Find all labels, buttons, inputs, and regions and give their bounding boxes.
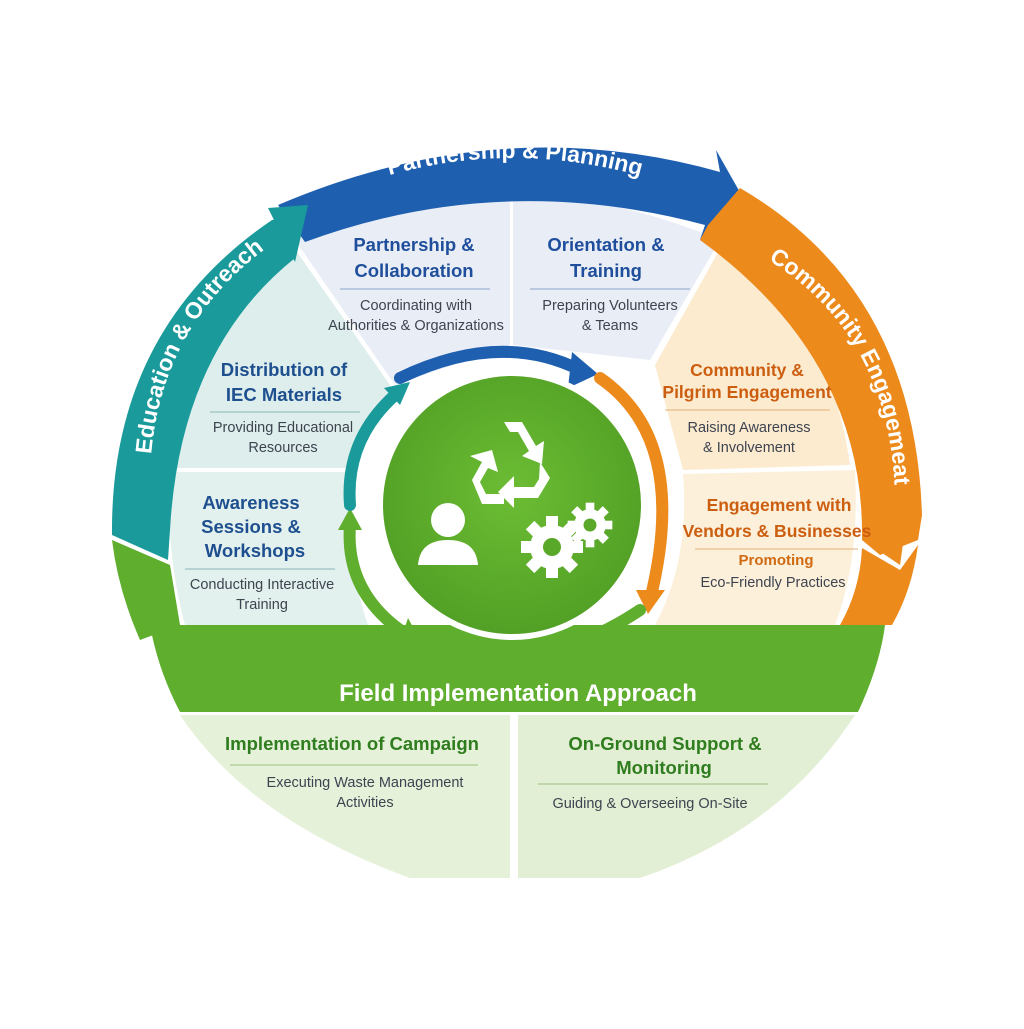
support-desc-line1: Guiding & Overseeing On-Site xyxy=(552,796,747,812)
awareness-title-line1: Awareness xyxy=(202,492,299,513)
section-orientation: Orientation & Training Preparing Volunte… xyxy=(530,234,690,334)
section-iec: Distribution of IEC Materials Providing … xyxy=(210,359,360,456)
awareness-desc-line2: Training xyxy=(236,597,288,613)
partnership-title-line1: Partnership & xyxy=(353,234,474,255)
section-awareness: Awareness Sessions & Workshops Conductin… xyxy=(185,492,335,613)
community-desc-line1: Raising Awareness xyxy=(687,420,810,436)
panel-support xyxy=(518,715,855,878)
ring-community-arrowhead xyxy=(875,530,905,565)
awareness-title-line3: Workshops xyxy=(205,540,305,561)
ring-partnership-planning xyxy=(278,147,750,242)
recycle-icon xyxy=(470,422,550,508)
vendors-title-line2: Vendors & Businesses xyxy=(683,521,872,541)
panel-orientation xyxy=(513,192,720,360)
community-title-line1: Community & xyxy=(690,360,804,380)
support-title-line1: On-Ground Support & xyxy=(568,733,761,754)
cycle-arrow-teal xyxy=(343,389,401,511)
gears-icon xyxy=(521,502,613,578)
campaign-desc-line1: Executing Waste Management xyxy=(267,775,464,791)
partnership-desc-line2: Authorities & Organizations xyxy=(328,318,504,334)
cycle-arrowhead-green-bottom xyxy=(398,618,420,648)
awareness-desc-line1: Conducting Interactive xyxy=(190,577,334,593)
ring-education-outreach xyxy=(111,215,300,560)
iec-desc-line2: Resources xyxy=(248,440,317,456)
partnership-title-line2: Collaboration xyxy=(354,260,473,281)
iec-title-line1: Distribution of xyxy=(221,359,348,380)
cycle-arrowhead-blue xyxy=(568,352,598,388)
orientation-desc-line1: Preparing Volunteers xyxy=(542,298,677,314)
panel-campaign xyxy=(180,715,510,878)
cycle-arrow-orange xyxy=(594,372,669,606)
campaign-title-line1: Implementation of Campaign xyxy=(225,733,479,754)
orientation-desc-line2: & Teams xyxy=(582,318,638,334)
vendors-desc-line1: Eco-Friendly Practices xyxy=(700,575,845,591)
support-title-line2: Monitoring xyxy=(616,757,712,778)
ring-education-arrowhead xyxy=(268,205,308,262)
cycle-arrow-blue xyxy=(394,345,586,384)
iec-title-line2: IEC Materials xyxy=(226,384,342,405)
partnership-desc-line1: Coordinating with xyxy=(360,298,472,314)
panel-awareness xyxy=(169,472,368,625)
awareness-title-line2: Sessions & xyxy=(201,516,301,537)
vendors-title-line1: Engagement with xyxy=(707,495,852,515)
orientation-title-line1: Orientation & xyxy=(547,234,664,255)
section-vendors: Engagement with Vendors & Businesses Pro… xyxy=(683,495,872,591)
panel-vendors xyxy=(655,470,856,625)
ring-community-engagement xyxy=(700,188,922,555)
section-campaign: Implementation of Campaign Executing Was… xyxy=(225,733,479,811)
person-icon xyxy=(418,503,478,565)
panel-community xyxy=(655,240,850,470)
orientation-title-line2: Training xyxy=(570,260,642,281)
ring-orange-right-wedge xyxy=(840,545,918,625)
campaign-desc-line2: Activities xyxy=(336,795,393,811)
section-partnership: Partnership & Collaboration Coordinating… xyxy=(328,234,504,334)
ring-title-bottom: Field Implementation Approach xyxy=(339,680,697,707)
section-community: Community & Pilgrim Engagement Raising A… xyxy=(662,360,831,456)
community-title-line2: Pilgrim Engagement xyxy=(662,382,831,402)
cycle-arrowhead-green xyxy=(338,508,362,530)
cycle-arrow-green xyxy=(343,519,646,662)
vendors-sub: Promoting xyxy=(739,552,814,569)
iec-desc-line1: Providing Educational xyxy=(213,420,353,436)
cycle-arrowhead-teal xyxy=(384,382,410,405)
section-support: On-Ground Support & Monitoring Guiding &… xyxy=(538,733,768,812)
community-desc-line2: & Involvement xyxy=(703,440,795,456)
ring-green-left-wedge xyxy=(112,540,180,640)
ring-field-implementation xyxy=(150,625,885,712)
cycle-arrowhead-orange xyxy=(636,590,665,614)
